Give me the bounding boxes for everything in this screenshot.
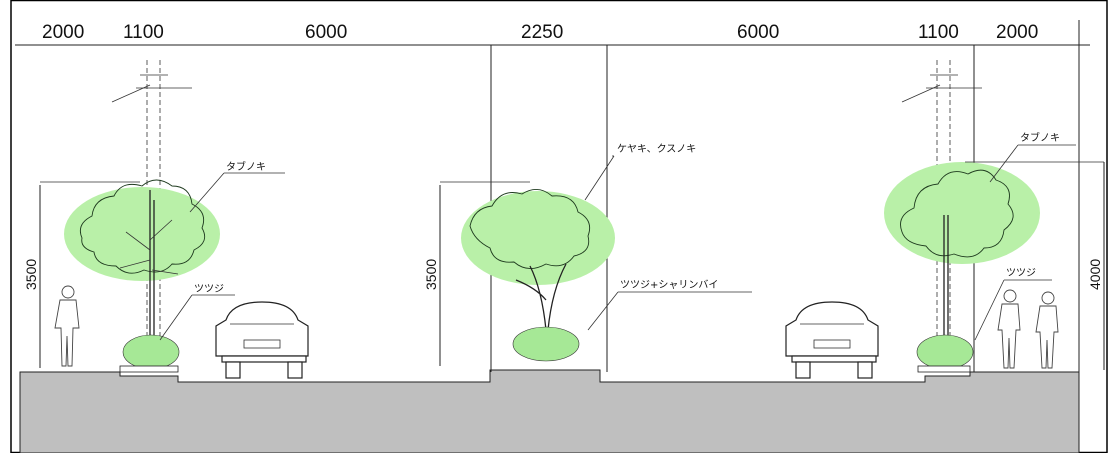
height-label-right: 4000 bbox=[1087, 259, 1103, 290]
svg-text:ケヤキ、クスノキ: ケヤキ、クスノキ bbox=[617, 143, 696, 155]
dim-sidewalk-right: 2000 bbox=[996, 22, 1038, 43]
car-right bbox=[785, 301, 879, 379]
svg-text:ツツジ: ツツジ bbox=[194, 284, 224, 295]
ground-section bbox=[19, 369, 1080, 453]
tree-right bbox=[884, 161, 1104, 368]
label-median-shrub: ツツジ+シャリンバイ bbox=[587, 279, 752, 331]
canopy-median bbox=[461, 191, 615, 285]
height-dimension-median: 3500 bbox=[423, 185, 441, 366]
svg-text:ツツジ: ツツジ bbox=[1006, 268, 1036, 279]
dim-planting-left: 1100 bbox=[123, 22, 164, 43]
dim-carriageway-right: 6000 bbox=[737, 22, 779, 43]
pedestrians-right bbox=[997, 289, 1059, 369]
dim-planting-right: 1100 bbox=[918, 22, 959, 43]
label-median-tree: ケヤキ、クスノキ bbox=[584, 143, 696, 201]
dim-sidewalk-left: 2000 bbox=[42, 22, 84, 43]
svg-text:タブノキ: タブノキ bbox=[226, 160, 266, 173]
dim-carriageway-left: 6000 bbox=[305, 22, 347, 43]
height-dimension-right: 4000 bbox=[1087, 162, 1105, 370]
dim-median: 2250 bbox=[521, 22, 563, 43]
label-right-tree: タブノキ bbox=[989, 131, 1076, 183]
shrub-left bbox=[122, 334, 180, 370]
svg-text:タブノキ: タブノキ bbox=[1020, 131, 1060, 144]
height-dimension-left: 3500 bbox=[23, 185, 41, 368]
height-label-median: 3500 bbox=[423, 259, 439, 290]
label-left-shrub: ツツジ bbox=[159, 284, 235, 341]
canopy-left bbox=[64, 187, 220, 281]
label-left-tree: タブノキ bbox=[189, 160, 285, 213]
car-left bbox=[215, 301, 309, 379]
svg-text:ツツジ+シャリンバイ: ツツジ+シャリンバイ bbox=[620, 279, 718, 291]
label-right-shrub: ツツジ bbox=[974, 268, 1052, 341]
shrub-median bbox=[512, 326, 580, 362]
height-label-left: 3500 bbox=[23, 259, 39, 290]
tree-median bbox=[440, 181, 615, 331]
canopy-right bbox=[884, 162, 1040, 264]
pedestrian-left bbox=[54, 285, 80, 367]
shrub-right bbox=[916, 334, 974, 370]
